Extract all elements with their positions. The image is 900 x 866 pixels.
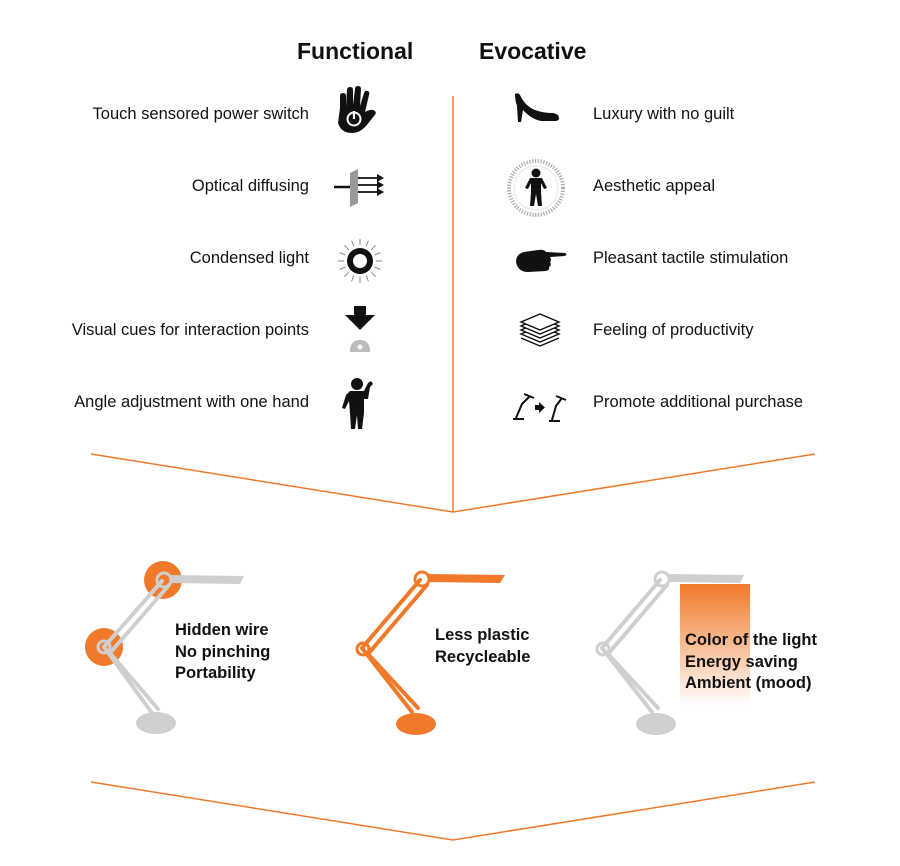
functional-label-visual-cues: Visual cues for interaction points [71, 321, 309, 339]
hand-power-icon [338, 86, 376, 133]
diffuser-icon [334, 169, 384, 207]
bottom-funnel-line [90, 781, 816, 841]
lamp-joints-highlight-illustration [85, 561, 244, 734]
evocative-label-luxury: Luxury with no guilt [593, 105, 735, 123]
person-waving-icon [342, 378, 373, 429]
lamp-3-benefits: Color of the light Energy saving Ambient… [685, 630, 817, 695]
lamp-orange-illustration [355, 570, 505, 735]
evocative-label-productivity: Feeling of productivity [593, 321, 754, 339]
functional-label-angle-adjustment: Angle adjustment with one hand [74, 393, 309, 411]
light-ring-icon [338, 239, 382, 283]
evocative-label-tactile: Pleasant tactile stimulation [593, 249, 789, 267]
evocative-heading: Evocative [479, 38, 587, 64]
person-halo-icon [507, 159, 565, 217]
benefit-portability: Portability [175, 664, 256, 682]
lamp-light-beam-illustration [595, 570, 750, 735]
top-funnel-line [90, 453, 816, 513]
paper-stack-icon [519, 313, 561, 347]
benefit-no-pinching: No pinching [175, 642, 271, 661]
functional-heading: Functional [297, 38, 414, 64]
functional-label-power-switch: Touch sensored power switch [92, 105, 309, 123]
lamp-pair-icon [513, 393, 567, 422]
benefit-recycleable: Recycleable [435, 647, 531, 666]
high-heel-icon [515, 93, 559, 122]
evocative-label-aesthetic: Aesthetic appeal [593, 177, 716, 195]
functional-label-condensed-light: Condensed light [189, 249, 309, 267]
lamp-1-benefits: Hidden wire No pinching Portability [175, 620, 270, 685]
lamp-2-benefits: Less plastic Recycleable [435, 625, 530, 668]
pointing-hand-icon [516, 249, 567, 272]
arrow-down-button-icon [345, 306, 375, 352]
evocative-label-purchase: Promote additional purchase [593, 393, 804, 411]
benefit-hidden-wire: Hidden wire [175, 621, 269, 639]
benefit-less-plastic: Less plastic [435, 626, 530, 644]
benefit-ambient-mood: Ambient (mood) [685, 674, 812, 692]
functional-label-diffusing: Optical diffusing [191, 177, 309, 195]
benefit-color-of-light: Color of the light [685, 631, 817, 649]
benefit-energy-saving: Energy saving [685, 652, 798, 671]
